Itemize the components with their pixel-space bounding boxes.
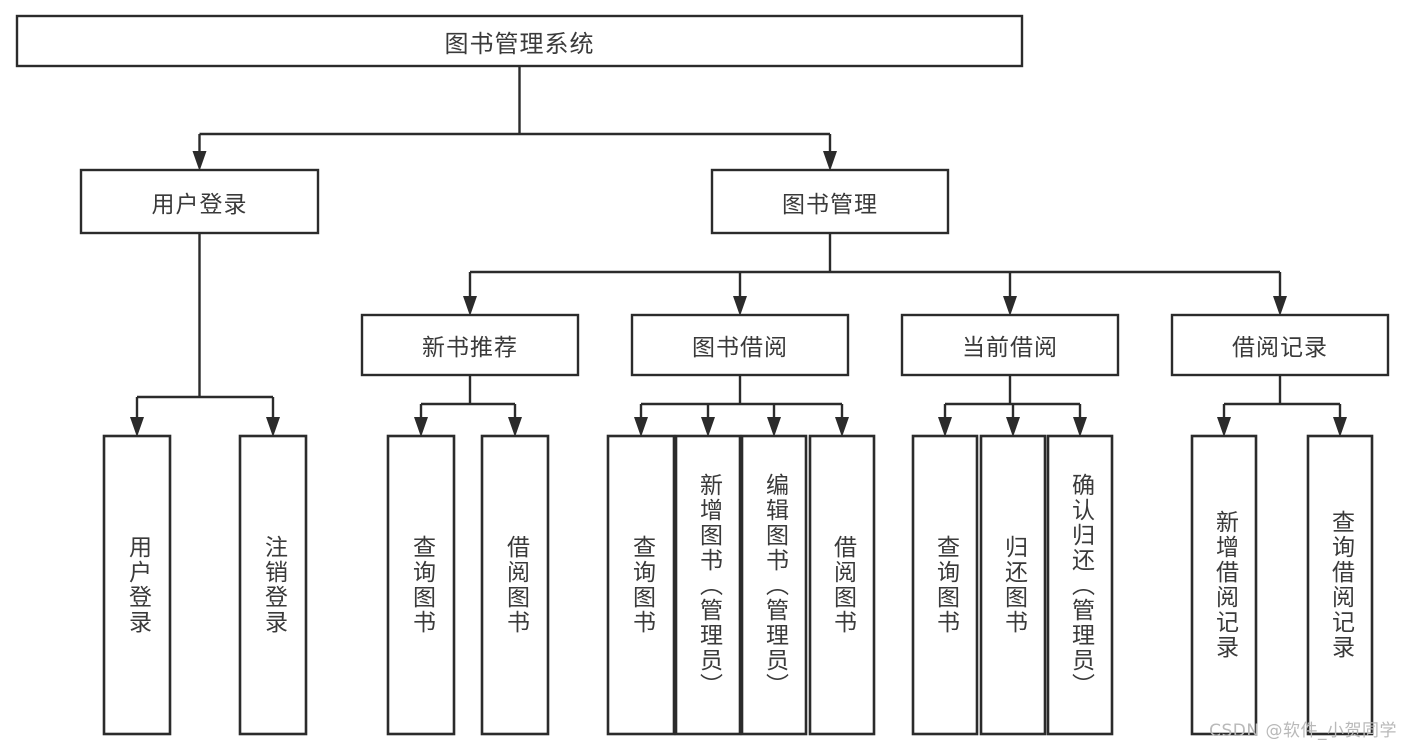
arrow-head-icon	[414, 417, 428, 437]
arrow-head-icon	[634, 417, 648, 437]
node-box-leaf-c-confirm[interactable]	[1046, 434, 1114, 736]
arrow-head-icon	[701, 417, 715, 437]
node-box-leaf-b-query[interactable]	[606, 434, 676, 736]
arrow-head-icon	[463, 296, 477, 316]
arrow-head-icon	[1217, 417, 1231, 437]
node-box-leaf-c-query[interactable]	[911, 434, 979, 736]
node-box-leaf-new-borrow[interactable]	[480, 434, 550, 736]
node-box-leaf-b-borrow[interactable]	[808, 434, 876, 736]
arrow-head-icon	[767, 417, 781, 437]
boxes-layer	[15, 14, 1390, 736]
node-box-l2-book[interactable]	[710, 168, 950, 235]
arrow-head-icon	[1003, 296, 1017, 316]
node-box-l2-user[interactable]	[79, 168, 320, 235]
arrow-head-icon	[266, 417, 280, 437]
arrow-head-icon	[835, 417, 849, 437]
arrow-head-icon	[938, 417, 952, 437]
arrow-head-icon	[1006, 417, 1020, 437]
arrow-head-icon	[823, 151, 837, 171]
node-box-root[interactable]	[15, 14, 1024, 68]
arrow-head-icon	[508, 417, 522, 437]
node-box-l3-new[interactable]	[360, 313, 580, 377]
node-box-leaf-user-login[interactable]	[102, 434, 172, 736]
arrow-head-icon	[1073, 417, 1087, 437]
arrow-head-icon	[192, 151, 207, 171]
arrow-head-icon	[130, 417, 144, 437]
node-box-leaf-c-return[interactable]	[979, 434, 1047, 736]
node-box-leaf-r-add[interactable]	[1190, 434, 1258, 736]
node-box-l3-current[interactable]	[900, 313, 1120, 377]
node-box-leaf-b-edit[interactable]	[740, 434, 808, 736]
node-box-leaf-b-add[interactable]	[674, 434, 742, 736]
arrow-head-icon	[733, 296, 747, 316]
node-box-leaf-user-logout[interactable]	[238, 434, 308, 736]
node-box-l3-record[interactable]	[1170, 313, 1390, 377]
node-box-l3-borrow[interactable]	[630, 313, 850, 377]
node-box-leaf-r-query[interactable]	[1306, 434, 1374, 736]
connectors-layer	[130, 66, 1347, 437]
arrow-head-icon	[1273, 296, 1287, 316]
node-box-leaf-new-query[interactable]	[386, 434, 456, 736]
arrow-head-icon	[1333, 417, 1347, 437]
